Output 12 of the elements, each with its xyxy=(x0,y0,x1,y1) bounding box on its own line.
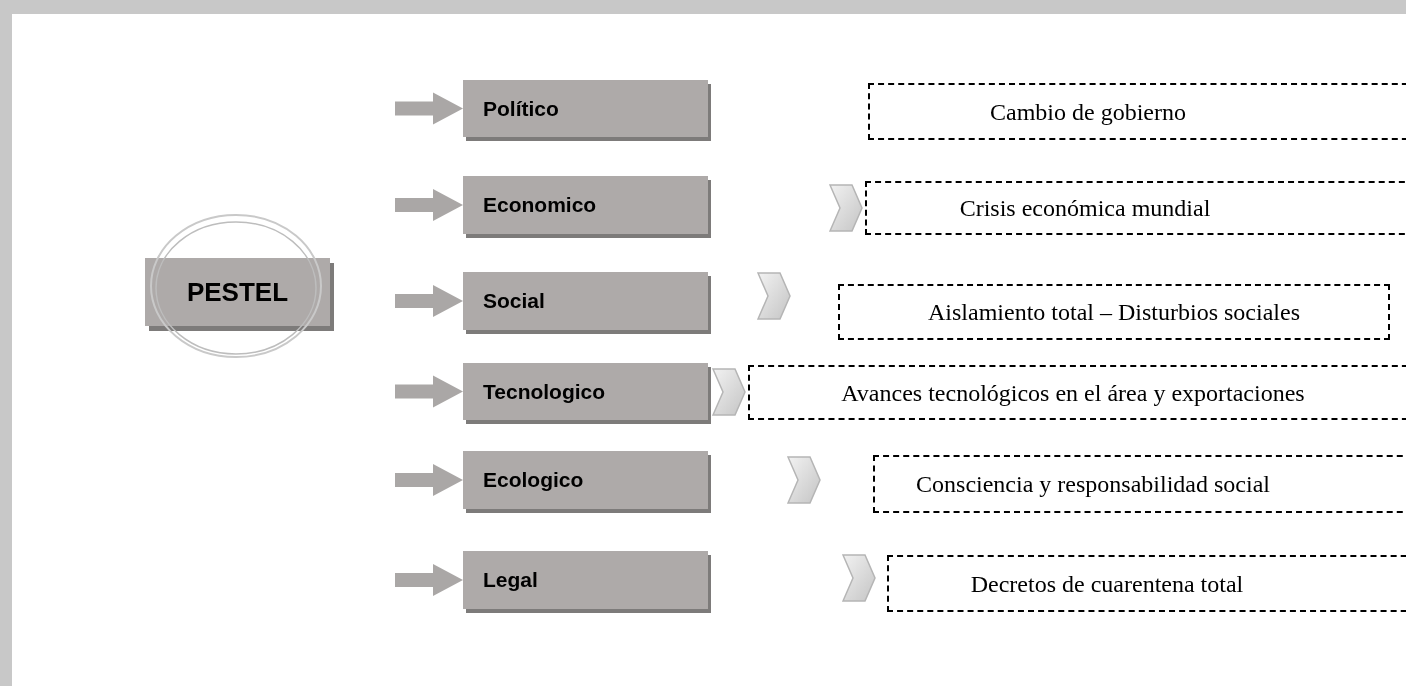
dashed-note-box: Avances tecnológicos en el área y exportaciones xyxy=(748,365,1406,420)
block-arrow xyxy=(395,285,463,317)
dashed-note-box: Consciencia y responsabilidad social xyxy=(873,455,1406,513)
block-arrow xyxy=(395,564,463,596)
dashed-note-box: Crisis económica mundial xyxy=(865,181,1406,235)
dashed-note-box: Decretos de cuarentena total xyxy=(887,555,1406,612)
dashed-note-box: Aislamiento total – Disturbios sociales xyxy=(838,284,1390,340)
block-arrow xyxy=(395,189,463,221)
block-arrow xyxy=(395,375,463,408)
block-arrow xyxy=(395,464,463,496)
dashed-note-box: Cambio de gobierno xyxy=(868,83,1406,140)
block-arrow xyxy=(395,92,463,125)
